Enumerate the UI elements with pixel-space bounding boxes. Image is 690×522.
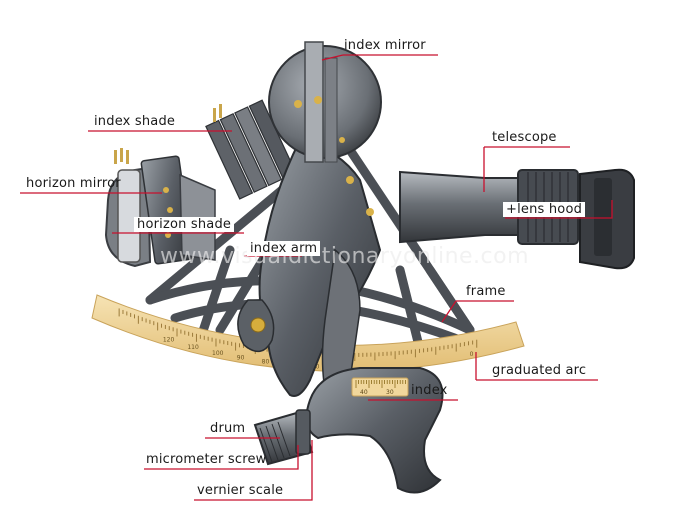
label-index-mirror: index mirror [344,38,426,53]
leader-micrometer-screw [144,445,299,470]
vernier-number: 30 [386,389,394,396]
leader-index-mirror-tip [321,54,344,61]
label-horizon-mirror: horizon mirror [26,176,121,191]
arc-number: 0 [470,351,474,358]
label-frame: frame [466,284,506,299]
vernier-number: 40 [360,389,368,396]
label-index-arm: index arm [247,241,321,256]
arc-number: 80 [262,359,270,366]
telescope-assembly [399,168,635,270]
drum-knurl [259,421,291,463]
label-lens-hood-text: lens hood [517,202,583,217]
label-micrometer-screw: micrometer screw [146,452,267,467]
handle-and-vernier: 40 30 [305,367,444,494]
label-index: index [411,383,448,398]
label-horizon-shade: horizon shade [134,217,235,232]
label-telescope: telescope [492,130,557,145]
index-shade-assembly [205,99,297,200]
label-index-shade: index shade [94,114,176,129]
arc-number: 90 [237,355,245,362]
leader-frame-tip [441,300,457,323]
vernier-numbers: 40 30 [360,389,394,396]
arc-number: 100 [212,350,224,357]
index-arm [237,138,382,397]
label-vernier-scale: vernier scale [197,483,284,498]
plus-sign-icon: + [506,202,518,217]
leader-lines [20,54,613,501]
arc-number: 120 [163,337,175,344]
label-drum: drum [210,421,246,436]
label-lens-hood: +lens hood [503,202,586,217]
leader-vernier-scale [194,440,313,501]
arc-number: 110 [187,344,199,351]
label-graduated-arc: graduated arc [492,363,587,378]
leader-lens-hood [505,200,613,219]
index-mirror-assembly [268,41,382,216]
watermark: www.visualdictionaryonline.com [160,244,530,269]
vernier-ticks [355,380,406,388]
